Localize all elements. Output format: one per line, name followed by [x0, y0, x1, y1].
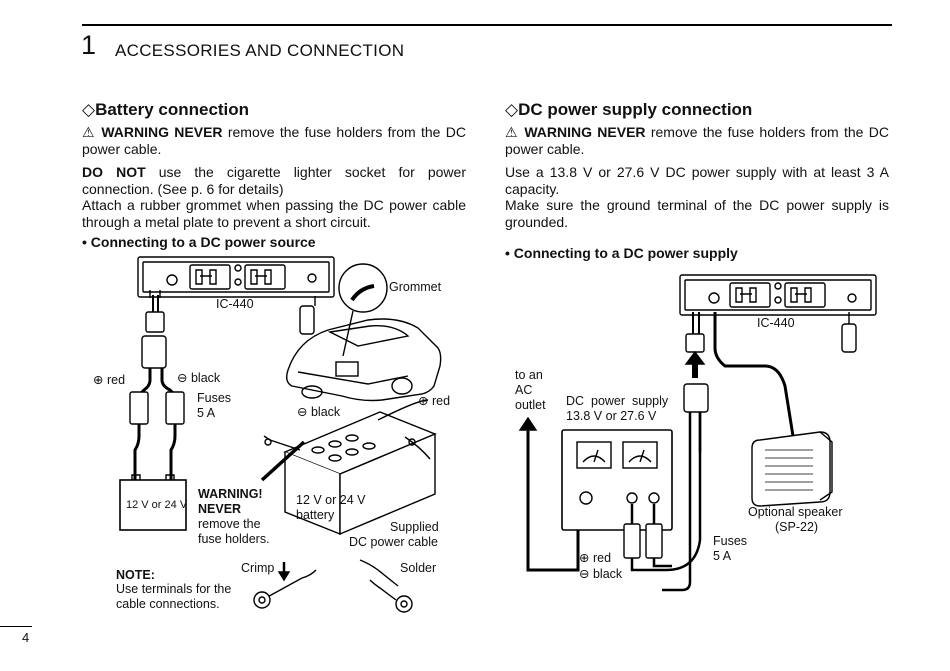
crimp-label: Crimp	[241, 561, 275, 575]
ac-label-3: outlet	[515, 398, 546, 412]
minus-circle-icon: ⊖	[297, 405, 308, 419]
note-line-2: cable connections.	[116, 597, 220, 611]
header-rule	[82, 24, 892, 26]
footer-rule	[0, 626, 32, 627]
right-connector-housing	[683, 383, 709, 413]
left-donot-strong: DO NOT	[82, 164, 146, 180]
right-warning-strong: WARNING NEVER	[524, 124, 646, 140]
note-line-1: Use terminals for the	[116, 582, 232, 596]
minus-circle-icon: ⊖	[177, 371, 188, 385]
left-cable-plug	[145, 311, 165, 333]
left-warning-strong: WARNING NEVER	[101, 124, 223, 140]
right-fuse-holder-black	[623, 523, 641, 559]
warning-label-2: NEVER	[198, 502, 242, 516]
warning-triangle-icon: ⚠	[505, 124, 519, 140]
plus-circle-icon: ⊕	[93, 373, 104, 387]
warning-triangle-icon: ⚠	[82, 124, 96, 140]
battery-voltage-label: 12 V or 24 V	[296, 493, 366, 507]
diamond-icon: ◇	[82, 100, 96, 119]
left-diagram	[119, 256, 442, 613]
right-radio-unit	[679, 274, 877, 316]
dc-power-supply-unit	[561, 429, 673, 531]
battery-connection-heading: ◇Battery connection	[82, 100, 249, 120]
right-ic440-label: IC-440	[757, 316, 795, 330]
crimp-terminal	[253, 562, 317, 609]
battery-red-label: ⊕ red	[418, 394, 450, 409]
left-antenna-plug	[299, 305, 315, 335]
right-cable-plug	[685, 333, 705, 353]
dc-power-supply-label: DC power supply	[566, 394, 669, 408]
battery-red-text: red	[431, 394, 451, 408]
left-radio-unit	[137, 256, 335, 306]
chapter-title: ACCESSORIES AND CONNECTION	[115, 41, 405, 60]
left-fuse-holder-red	[129, 391, 149, 425]
left-red-text: red	[106, 373, 126, 387]
battery-connection-title: Battery connection	[95, 100, 250, 119]
plus-circle-icon: ⊕	[579, 551, 590, 565]
supplied-label-1: Supplied	[390, 520, 439, 534]
right-black-label: ⊖ black	[579, 567, 622, 582]
plus-circle-icon: ⊕	[418, 394, 429, 408]
right-black-text: black	[592, 567, 623, 581]
ac-label-2: AC	[515, 383, 533, 397]
speaker-label-1: Optional speaker	[748, 505, 843, 519]
minus-circle-icon: ⊖	[579, 567, 590, 581]
left-battery-illustration	[260, 399, 437, 536]
warning-label-1: WARNING!	[198, 487, 263, 501]
optional-speaker	[751, 431, 833, 507]
right-antenna-plug	[841, 323, 857, 353]
right-bullet-heading: • Connecting to a DC power supply	[505, 245, 738, 261]
warning-label-3: remove the	[198, 517, 261, 531]
left-fuses-label: Fuses	[197, 391, 232, 405]
battery-black-label: ⊖ black	[297, 405, 340, 420]
right-use-paragraph: Use a 13.8 V or 27.6 V DC power supply w…	[505, 164, 889, 197]
left-battery-box	[119, 479, 187, 531]
chapter-number: 1	[81, 30, 97, 60]
warning-label-4: fuse holders.	[198, 532, 270, 546]
right-diagram	[518, 274, 877, 592]
left-fuse-rating-label: 5 A	[197, 406, 216, 420]
speaker-label-2: (SP-22)	[775, 520, 819, 534]
left-warning-rest: remove the fuse holders from the DC powe…	[82, 124, 466, 157]
battery-box-voltage: 12 V or 24 V	[126, 499, 188, 511]
left-donot-rest: use the cigarette lighter socket for pow…	[82, 164, 466, 197]
left-black-text: black	[190, 371, 221, 385]
left-connector-housing	[141, 335, 167, 369]
dc-supply-title: DC power supply connection	[518, 100, 753, 119]
left-warning-paragraph: ⚠ WARNING NEVER remove the fuse holders …	[82, 124, 466, 158]
grommet-label: Grommet	[389, 280, 442, 294]
note-title: NOTE:	[116, 568, 155, 582]
right-fuse-rating-label: 5 A	[713, 549, 732, 563]
left-grommet-paragraph: Attach a rubber grommet when passing the…	[82, 197, 466, 230]
supplied-label-2: DC power cable	[349, 535, 438, 549]
ac-label-1: to an	[515, 368, 543, 382]
right-fuses-label: Fuses	[713, 534, 748, 548]
right-fuse-holder-red	[645, 523, 663, 559]
page-number: 4	[22, 630, 30, 645]
left-fuse-holder-black	[165, 391, 185, 425]
left-black-label: ⊖ black	[177, 371, 220, 386]
right-warning-rest: remove the fuse holders from the DC powe…	[505, 124, 889, 157]
right-warning-paragraph: ⚠ WARNING NEVER remove the fuse holders …	[505, 124, 889, 158]
battery-black-text: black	[310, 405, 341, 419]
left-bullet-heading: • Connecting to a DC power source	[82, 234, 316, 250]
diamond-icon: ◇	[505, 100, 519, 119]
right-red-text: red	[592, 551, 612, 565]
battery-label: battery	[296, 508, 335, 522]
dc-power-supply-voltage: 13.8 V or 27.6 V	[566, 409, 657, 423]
car-illustration	[285, 263, 442, 402]
right-ground-paragraph: Make sure the ground terminal of the DC …	[505, 197, 889, 230]
left-donot-paragraph: DO NOT use the cigarette lighter socket …	[82, 164, 466, 198]
solder-label: Solder	[400, 561, 437, 575]
left-red-label: ⊕ red	[93, 373, 125, 388]
right-red-label: ⊕ red	[579, 551, 611, 566]
dc-supply-heading: ◇DC power supply connection	[505, 100, 752, 120]
solder-terminal	[359, 559, 413, 613]
left-ic440-label: IC-440	[216, 297, 254, 311]
